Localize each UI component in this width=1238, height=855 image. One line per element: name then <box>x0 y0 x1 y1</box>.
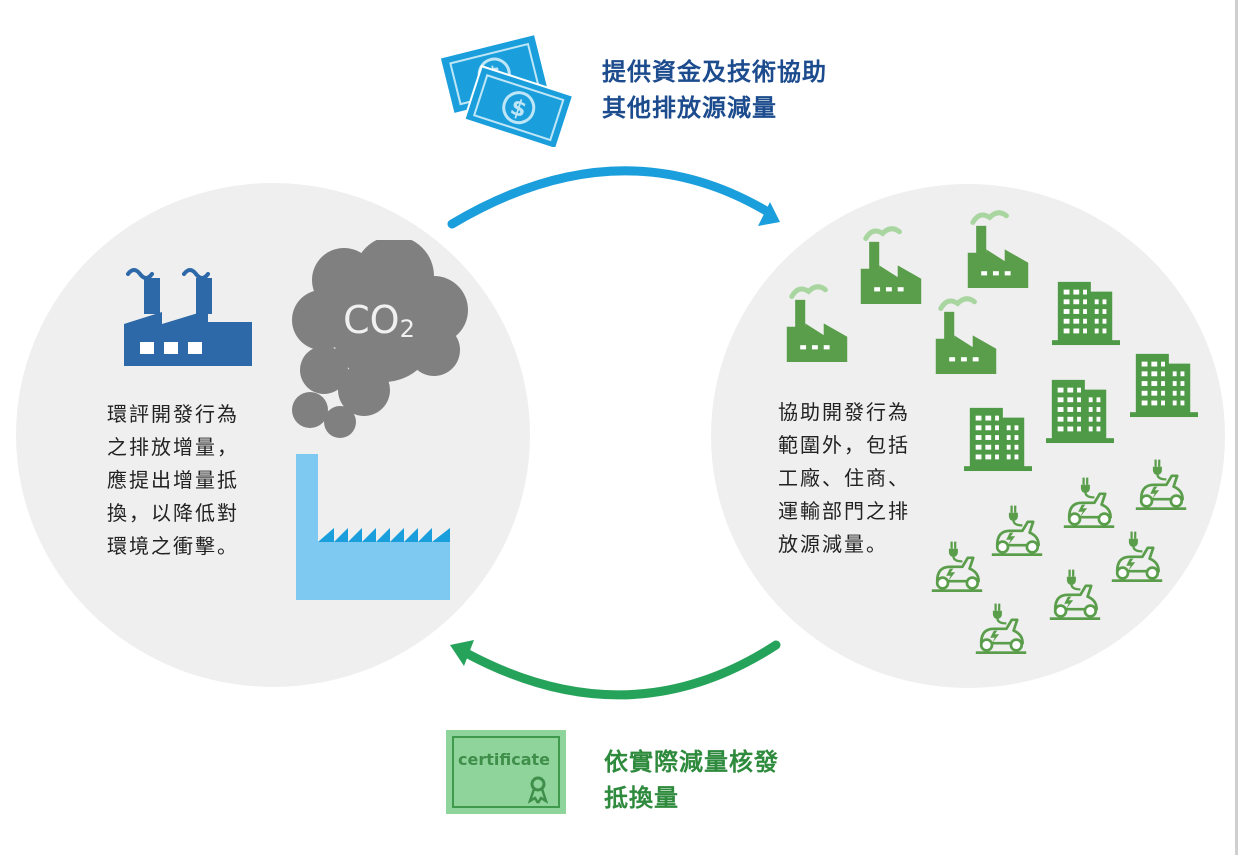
electric-scooter-icon <box>990 504 1044 556</box>
factory-icon <box>124 268 252 366</box>
offset-line-5: 放源減量。 <box>778 532 888 556</box>
bottom-label-line2: 抵換量 <box>604 784 679 812</box>
offset-line-2: 範圍外，包括 <box>778 433 910 457</box>
source-line-4: 換，以降低對 <box>107 501 239 525</box>
electric-scooter-icon <box>1134 458 1188 510</box>
svg-text:$: $ <box>507 95 529 124</box>
building-icon <box>1052 281 1120 346</box>
green-factory-icon <box>960 204 1036 288</box>
source-line-3: 應提出增量抵 <box>107 468 239 492</box>
electric-scooter-icon <box>974 602 1028 654</box>
green-factory-icon <box>928 290 1004 374</box>
building-icon <box>1046 379 1114 444</box>
source-line-2: 之排放增量， <box>107 435 239 459</box>
building-icon <box>964 407 1032 472</box>
green-arrowhead <box>450 640 474 666</box>
offset-description: 協助開發行為 範圍外，包括 工廠、住商、 運輸部門之排 放源減量。 <box>778 396 910 561</box>
green-factory-icon <box>853 220 929 304</box>
money-icon: $ $ <box>440 35 575 147</box>
top-label-line2: 其他排放源減量 <box>602 94 777 122</box>
green-factory-icon <box>779 278 855 362</box>
source-line-5: 環境之衝擊。 <box>107 534 239 558</box>
co2-text: CO <box>343 298 399 342</box>
electric-scooter-icon <box>930 540 984 592</box>
bottom-label: 依實際減量核發 抵換量 <box>604 744 779 816</box>
electric-scooter-icon <box>1062 476 1116 528</box>
electric-scooter-icon <box>1048 568 1102 620</box>
electric-scooter-icon <box>1110 530 1164 582</box>
top-label: 提供資金及技術協助 其他排放源減量 <box>602 54 827 126</box>
certificate-text: certificate <box>458 750 550 769</box>
blue-arrow <box>447 166 773 229</box>
offset-line-3: 工廠、住商、 <box>778 466 910 490</box>
building-icon <box>1130 353 1198 418</box>
source-line-1: 環評開發行為 <box>107 402 239 426</box>
top-label-line1: 提供資金及技術協助 <box>602 58 827 86</box>
chimney-factory-icon <box>296 454 450 600</box>
co2-cloud-icon: CO2 <box>292 240 468 438</box>
certificate-icon: certificate <box>446 730 566 814</box>
green-arrow <box>463 640 781 700</box>
source-circle <box>16 183 530 687</box>
bottom-label-line1: 依實際減量核發 <box>604 748 779 776</box>
svg-text:CO2: CO2 <box>343 298 415 343</box>
source-description: 環評開發行為 之排放增量， 應提出增量抵 換，以降低對 環境之衝擊。 <box>107 398 239 563</box>
blue-arrowhead <box>758 202 780 226</box>
right-edge-divider <box>1235 0 1238 855</box>
co2-subscript: 2 <box>400 315 415 343</box>
offset-line-4: 運輸部門之排 <box>778 499 910 523</box>
offset-line-1: 協助開發行為 <box>778 400 910 424</box>
